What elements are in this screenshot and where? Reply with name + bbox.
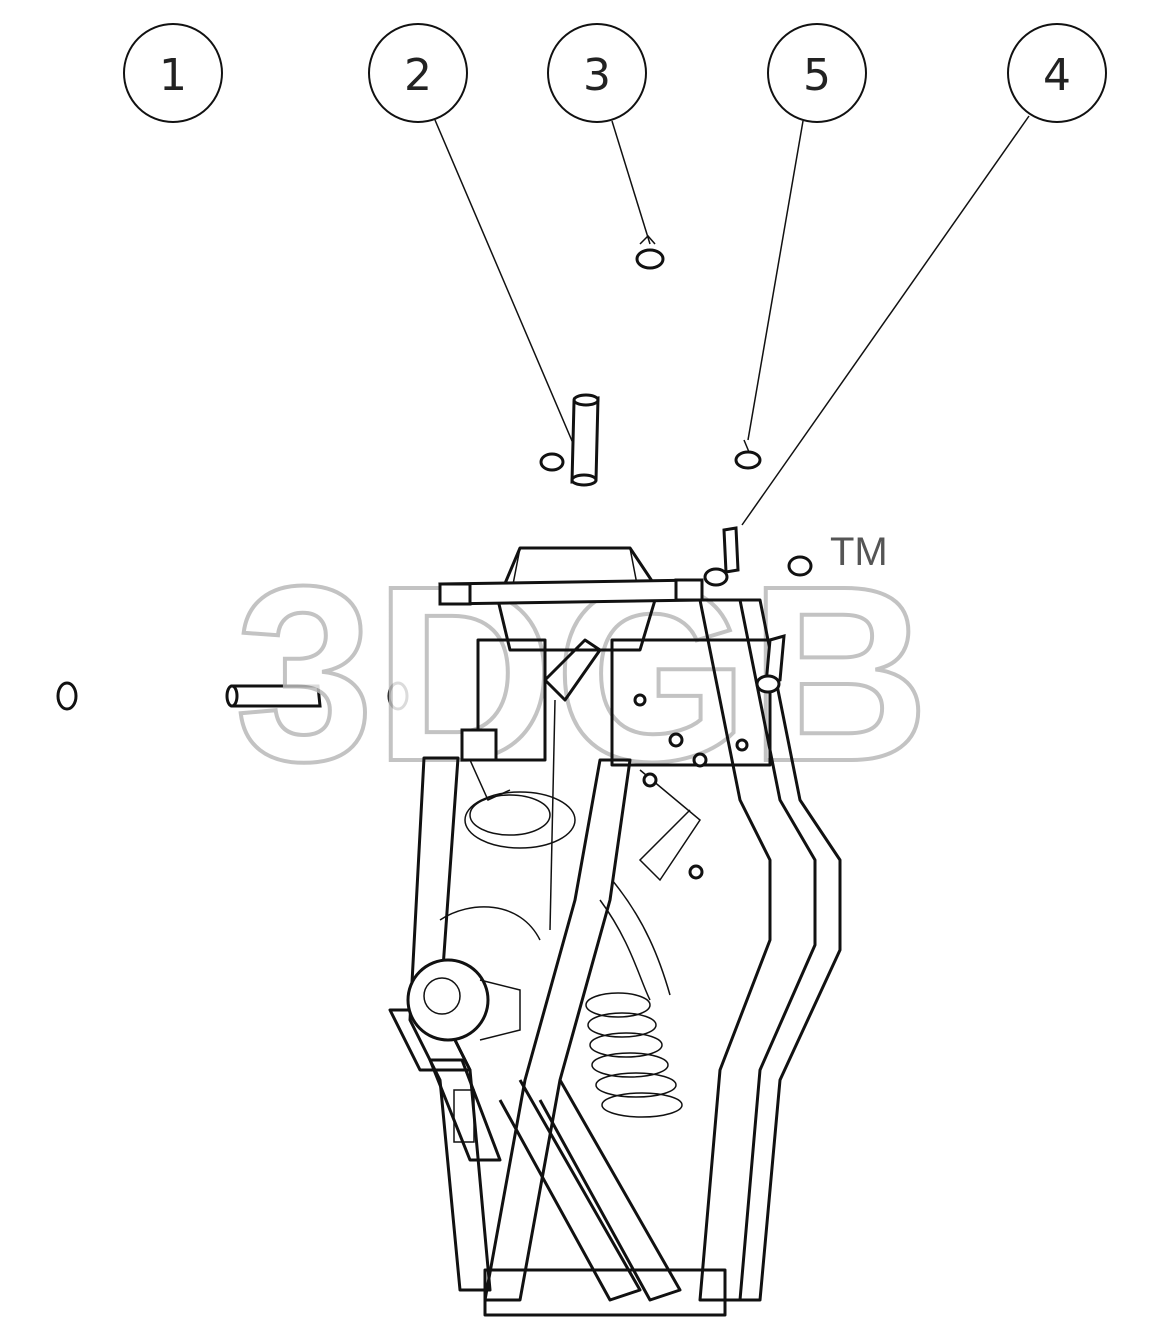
leader-line-4 [741, 115, 1030, 526]
callout-1-label: 1 [159, 50, 187, 101]
leader-line-2 [434, 119, 579, 456]
callout-2-label: 2 [404, 50, 432, 101]
pedal-assembly [388, 546, 842, 1317]
reservoir-cap [406, 958, 521, 1042]
watermark-trademark: TM [830, 530, 888, 574]
reservoir-bracket [428, 1058, 502, 1162]
part-1-pivot-pin-set [56, 681, 409, 711]
callout-4[interactable]: 4 [1007, 23, 1107, 123]
callout-3-label: 3 [583, 50, 611, 101]
center-frame [483, 758, 632, 1302]
callout-3[interactable]: 3 [547, 23, 647, 123]
brake-switch-wiring [439, 728, 576, 941]
leader-line-5 [747, 120, 804, 441]
leader-lines [434, 115, 1030, 526]
part-2-pin-and-washer [539, 393, 600, 487]
return-spring-link [638, 769, 701, 882]
callout-5[interactable]: 5 [767, 23, 867, 123]
leader-line-3 [611, 120, 651, 245]
master-cylinder-rod [543, 638, 602, 702]
part-3-nut [635, 234, 665, 270]
cross-shaft [438, 578, 704, 606]
right-frame-outer [698, 598, 842, 1302]
callout-5-label: 5 [803, 50, 831, 101]
callout-1[interactable]: 1 [123, 23, 223, 123]
watermark: 3DGB TM [233, 530, 932, 815]
spring [585, 992, 683, 1118]
callout-2[interactable]: 2 [368, 23, 468, 123]
left-pedal-arm [408, 756, 492, 1292]
part-5-nut [734, 439, 762, 470]
part-4-bolt [703, 526, 813, 587]
callout-4-label: 4 [1043, 50, 1071, 101]
